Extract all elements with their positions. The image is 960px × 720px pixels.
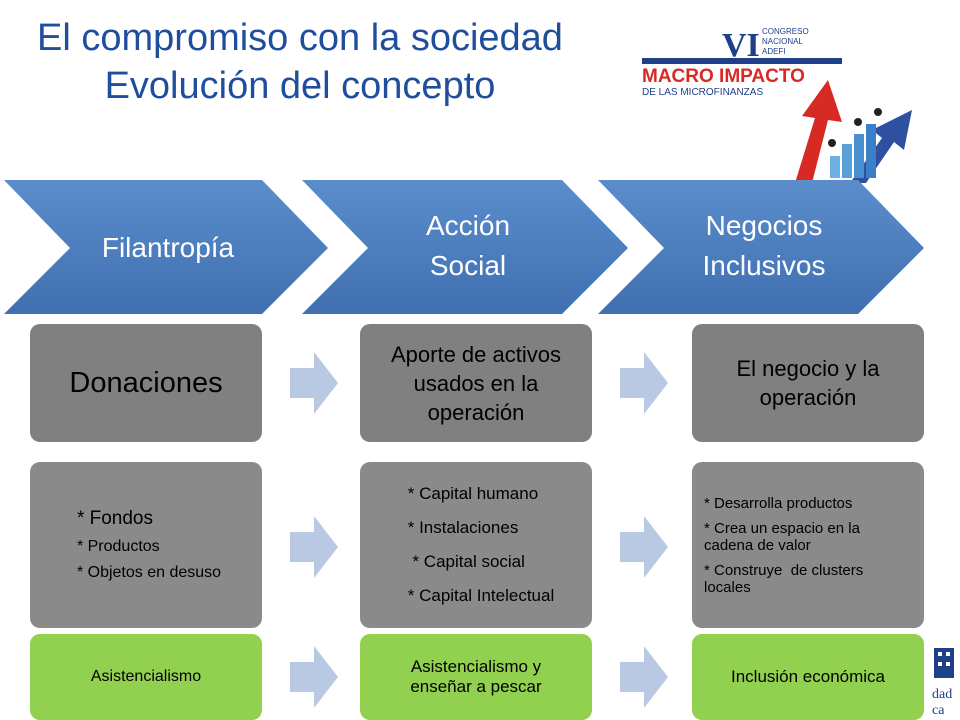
row1-box-3: El negocio y la operación <box>692 324 924 442</box>
blue-arrow-icon <box>850 110 912 183</box>
row2-list-3-item-1: * Desarrolla productos <box>704 494 853 512</box>
logo-figure-1 <box>828 139 836 147</box>
row1-box-1: Donaciones <box>30 324 262 442</box>
logo-bar-2 <box>842 144 852 178</box>
row1-box-3-text: El negocio y la operación <box>736 356 880 410</box>
row1-arrow-icon-2 <box>620 352 668 414</box>
row2-box-2: * Capital humano * Instalaciones * Capit… <box>360 462 592 628</box>
stage-chevron-1 <box>4 180 328 314</box>
stage-3-label-line-1: Negocios <box>706 210 823 241</box>
row2-list-2-item-2: * Instalaciones <box>407 518 519 537</box>
logo-roman-numeral: VI <box>722 27 760 64</box>
logo-bar-3 <box>854 134 864 178</box>
stage-2-label-line-2: Social <box>430 250 506 281</box>
stage-chevron-3 <box>598 180 924 314</box>
row3-box-2-text: Asistencialismo y enseñar a pescar <box>410 657 542 696</box>
crest-text-line-1: dad <box>932 687 952 702</box>
row2-list-1-item-3: * Objetos en desuso <box>76 564 222 581</box>
row3-box-1: Asistencialismo <box>30 634 262 720</box>
conference-logo: VI CONGRESO NACIONAL ADEFI MACRO IMPACTO… <box>642 27 912 183</box>
row1-arrow-icon-1 <box>290 352 338 414</box>
row2-arrow-icon-1 <box>290 516 338 578</box>
logo-org: ADEFI <box>762 47 786 56</box>
university-crest-icon: dad ca <box>932 648 954 718</box>
row2-list-2-item-4: * Capital Intelectual <box>407 586 555 605</box>
row1-box-2-text: Aporte de activos usados en la operación <box>391 341 561 425</box>
title-line-2: Evolución del concepto <box>104 65 496 107</box>
row3-box-1-text: Asistencialismo <box>90 668 202 685</box>
row2-list-2-item-3: * Capital social <box>407 552 525 571</box>
logo-bar-1 <box>830 156 840 178</box>
title-line-1: El compromiso con la sociedad <box>37 17 563 59</box>
row3-arrow-icon-2 <box>620 646 668 708</box>
row2-arrow-icon-2 <box>620 516 668 578</box>
row2-box-3: * Desarrolla productos * Crea un espacio… <box>692 462 924 628</box>
stage-chevrons: Filantropía Acción Social Negocios Inclu… <box>4 180 924 314</box>
logo-nacional: NACIONAL <box>762 37 803 46</box>
logo-headline: MACRO IMPACTO <box>642 66 805 87</box>
logo-congreso: CONGRESO <box>762 27 809 36</box>
row1-box-2: Aporte de activos usados en la operación <box>360 324 592 442</box>
row1-box-1-text: Donaciones <box>69 366 223 399</box>
logo-figure-2 <box>854 118 862 126</box>
row2-list-2: * Capital humano * Instalaciones * Capit… <box>398 478 554 612</box>
row2-list-1-item-1: * Fondos <box>76 508 153 529</box>
logo-subheadline: DE LAS MICROFINANZAS <box>642 87 763 98</box>
row2-list-3-item-3: * Construye de clusters locales <box>704 561 868 596</box>
red-arrow-icon <box>795 80 842 183</box>
stage-2-label-line-1: Acción <box>426 210 510 241</box>
stage-1-label: Filantropía <box>102 232 235 263</box>
row2-box-1: * Fondos * Productos * Objetos en desuso <box>30 462 262 628</box>
row2-list-1-item-2: * Productos <box>76 538 160 555</box>
row3-box-2: Asistencialismo y enseñar a pescar <box>360 634 592 720</box>
crest-text-line-2: ca <box>932 703 945 718</box>
stage-3-label-line-2: Inclusivos <box>703 250 826 281</box>
page-title: El compromiso con la sociedad Evolución … <box>20 14 580 110</box>
stage-chevron-2 <box>302 180 628 314</box>
row3-box-3: Inclusión económica <box>692 634 924 720</box>
row2-list-3-item-2: * Crea un espacio en la cadena de valor <box>704 519 860 554</box>
logo-bar-4 <box>866 124 876 178</box>
logo-figure-3 <box>874 108 882 116</box>
row3-arrow-icon-1 <box>290 646 338 708</box>
row3-box-3-text: Inclusión económica <box>730 667 886 686</box>
row2-list-3: * Desarrolla productos * Crea un espacio… <box>692 487 924 604</box>
row2-list-1: * Fondos * Productos * Objetos en desuso <box>71 500 221 590</box>
logo-bar <box>642 58 842 64</box>
row2-list-2-item-1: * Capital humano <box>407 484 539 503</box>
